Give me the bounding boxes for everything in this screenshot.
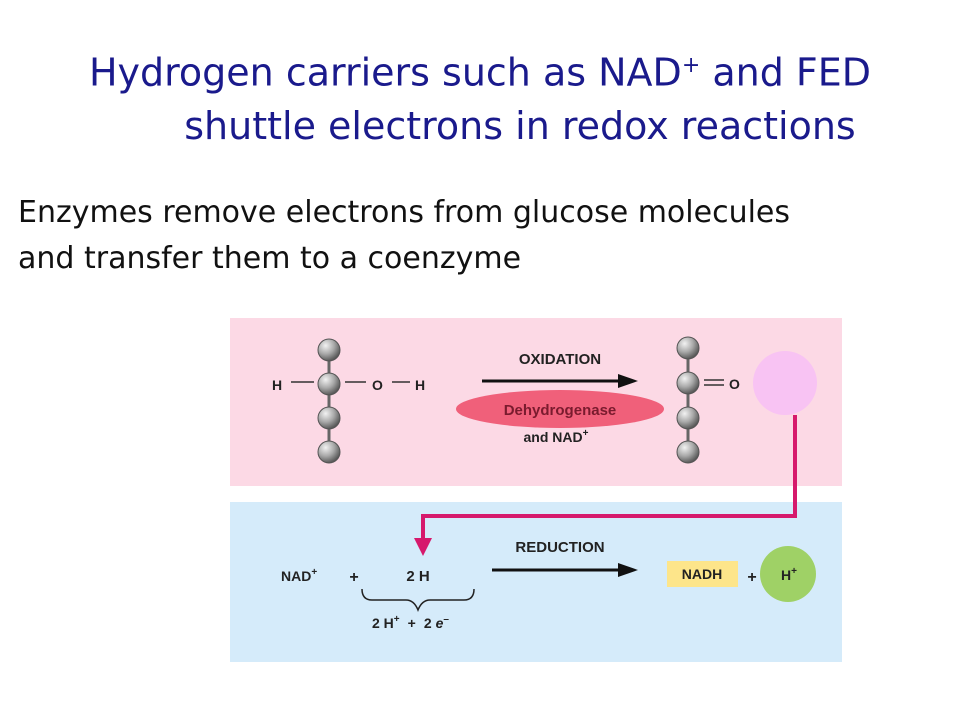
plus-sign-2: + [747,569,756,586]
transfer-arrow [421,415,797,543]
plus-sign-1: + [349,569,358,586]
hydrogen-ion-circle [760,546,816,602]
body-text-line1: Enzymes remove electrons from glucose mo… [18,195,791,230]
carbon-atom [676,406,700,430]
carbon-atom [676,371,700,395]
reduction-label: REDUCTION [515,539,604,556]
oxidized-molecule: O [676,336,740,464]
oxygen-product-label: O [729,376,740,392]
enzyme-sub-label: and NAD+ [524,428,589,445]
carbon-atom [676,440,700,464]
carbon-atom [317,406,341,430]
two-h-label: 2 H [406,568,429,585]
carbon-atom [317,372,341,396]
transfer-arrowhead [414,538,432,556]
carbon-atom [676,336,700,360]
nadh-box [667,561,738,587]
slide-title-line1: Hydrogen carriers such as NAD+ and FED [88,50,872,95]
nad-label: NAD+ [281,567,317,584]
nadh-label: NADH [682,566,722,582]
reduction-panel [230,502,842,662]
reduction-arrowhead [618,563,638,577]
hydrogen-ion-label: H+ [781,566,797,583]
brace [361,588,475,613]
oxygen-left-label: O [372,377,383,393]
hydrogen-left-label: H [272,377,282,393]
carbon-atom [317,440,341,464]
removed-hydrogens-circle [753,351,817,415]
oxidation-label: OXIDATION [519,351,601,368]
oxidation-arrowhead [618,374,638,388]
glucose-molecule: H O H [272,338,425,464]
body-text-line2: and transfer them to a coenzyme [18,241,522,276]
dehydrogenase-enzyme [456,390,664,428]
hydrogen-right-label: H [415,377,425,393]
enzyme-label: Dehydrogenase [504,402,617,419]
carbon-atom [317,338,341,362]
slide-title-line2: shuttle electrons in redox reactions [184,104,856,148]
